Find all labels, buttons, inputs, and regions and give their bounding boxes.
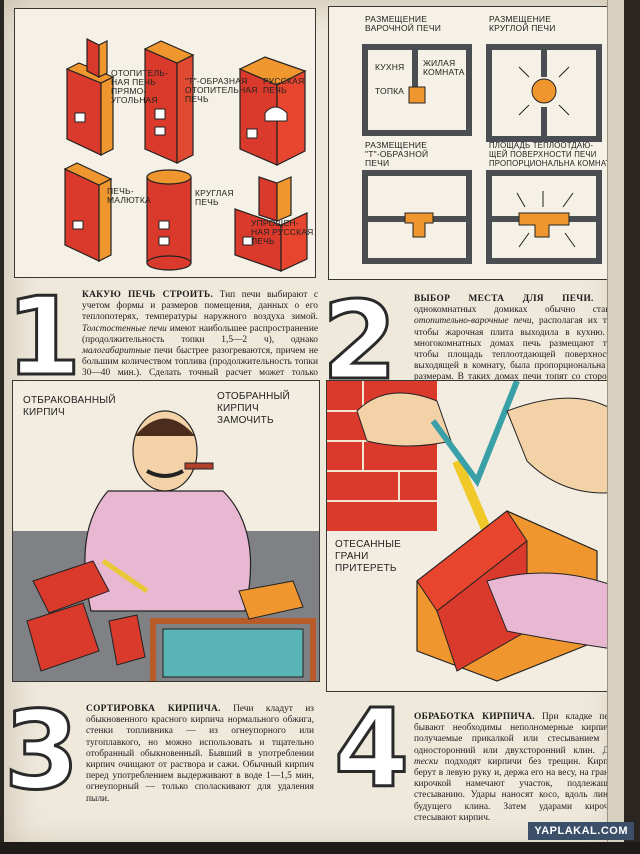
- bottom-dark-strip: [0, 842, 640, 854]
- water-tub: [162, 628, 304, 678]
- stove-placement-panel: Размещение варочной печи Размещение круг…: [328, 6, 624, 280]
- rectangular-stove-drawing: [65, 38, 115, 156]
- worker-hair: [135, 418, 195, 436]
- section-number-4: 4: [332, 687, 410, 812]
- label-dressed-edges: Отесанные грани притереть: [335, 539, 401, 574]
- section2-body-b: отопительно-варочные печи: [414, 316, 532, 327]
- plan2-stove-circle: [531, 78, 557, 104]
- rejected-bricks: [26, 560, 146, 672]
- stove-types-illustration: [63, 38, 308, 272]
- label-russian-stove: Русская печь: [263, 76, 305, 95]
- section1-body-b: Толстостенные печи: [82, 323, 167, 334]
- label-rectangular-stove: Отопитель- ная печь прямо- угольная: [111, 68, 169, 105]
- brick-dressing-panel: Отесанные грани притереть: [326, 380, 624, 692]
- section4-body-a: При кладке печи бывают необходимы неполн…: [414, 712, 618, 756]
- hand-top-right: [506, 397, 624, 494]
- plan4-stove-block: [518, 212, 570, 238]
- selected-brick: [238, 580, 304, 620]
- section1-title: КАКУЮ ПЕЧЬ СТРОИТЬ.: [82, 290, 214, 300]
- section-number-3: 3: [4, 689, 81, 814]
- plan3-stove-block: [404, 212, 434, 238]
- firebox-label: Топка: [375, 86, 405, 96]
- section-number-1: 1: [4, 275, 82, 400]
- round-stove-drawing: [146, 169, 192, 271]
- simplified-russian-stove-drawing: [234, 176, 308, 272]
- section4-body-c: подходят кирпичи без трещин. Кирпич беру…: [414, 756, 618, 823]
- section3-title: СОРТИРОВКА КИРПИЧА.: [86, 704, 221, 714]
- plan2-title: Размещение круглой печи: [489, 14, 556, 33]
- label-simplified-russian-stove: Упрощен- ная русская печь: [251, 218, 314, 246]
- brick-sorting-illustration: [13, 410, 319, 681]
- stove-types-panel: Отопитель- ная печь прямо- угольная "Т"-…: [14, 8, 316, 278]
- label-t-shaped-stove: "Т"-образная отопительная печь: [185, 76, 258, 104]
- t-shaped-stove-drawing: [143, 40, 195, 164]
- label-rejected-brick: Отбракованный кирпич: [23, 395, 116, 418]
- worker-mustache: [146, 469, 184, 478]
- pick-head: [430, 381, 520, 488]
- poster-sheet: Отопитель- ная печь прямо- угольная "Т"-…: [4, 0, 624, 854]
- section1-body-c: имеют наибольшее распространение (продол…: [82, 323, 318, 345]
- section3-text: СОРТИРОВКА КИРПИЧА. Печи кладут из обыкн…: [86, 704, 314, 805]
- hand-top-left: [356, 392, 452, 447]
- small-stove-drawing: [63, 162, 113, 262]
- russian-stove-drawing: [238, 56, 307, 166]
- room-kitchen-label: Кухня: [375, 62, 405, 72]
- brick-sorting-panel: Отбракованный кирпич Отобранный кирпич з…: [12, 380, 320, 682]
- section-number-2: 2: [320, 279, 398, 404]
- plan1-title: Размещение варочной печи: [365, 14, 442, 33]
- worker-pipe: [184, 462, 214, 470]
- worker-shirt: [84, 490, 252, 612]
- section1-body-a: Тип печи выбирают с учетом формы и разме…: [82, 290, 318, 323]
- plan2-heat-arrows: [518, 66, 570, 116]
- plan-round-stove: [486, 44, 602, 142]
- hammer-handle: [101, 558, 149, 594]
- plan4-title: Площадь теплоотдаю- щей поверхности печи…: [489, 141, 623, 168]
- tub-rim: [150, 618, 316, 681]
- room-living-label: Жилая комната: [423, 58, 465, 77]
- section3-body: Печи кладут из обыкновенного красного ки…: [86, 704, 314, 804]
- label-selected-brick: Отобранный кирпич замочить: [217, 391, 290, 426]
- label-round-stove: Круглая печь: [195, 188, 234, 207]
- section4-text: ОБРАБОТКА КИРПИЧА. При кладке печи бываю…: [414, 712, 618, 824]
- next-page-edge: [607, 0, 624, 854]
- hand-bottom-right: [486, 572, 624, 652]
- brick-dressing-illustration: [327, 381, 624, 682]
- section2-title: ВЫБОР МЕСТА ДЛЯ ПЕЧИ.: [414, 294, 594, 304]
- section1-body-d: малогабаритные: [82, 346, 151, 357]
- section4-body-b: тески: [414, 756, 439, 767]
- site-watermark: YAPLAKAL.COM: [528, 822, 634, 840]
- plan3-title: Размещение "Т"-образной печи: [365, 140, 429, 168]
- plan1-stove-block: [408, 86, 426, 104]
- pick-handle: [452, 459, 492, 533]
- label-small-stove: Печь- малютка: [107, 186, 151, 205]
- section4-title: ОБРАБОТКА КИРПИЧА.: [414, 712, 535, 722]
- floor-plans-illustration: [362, 44, 602, 264]
- plan4-heat-arrows: [516, 191, 576, 248]
